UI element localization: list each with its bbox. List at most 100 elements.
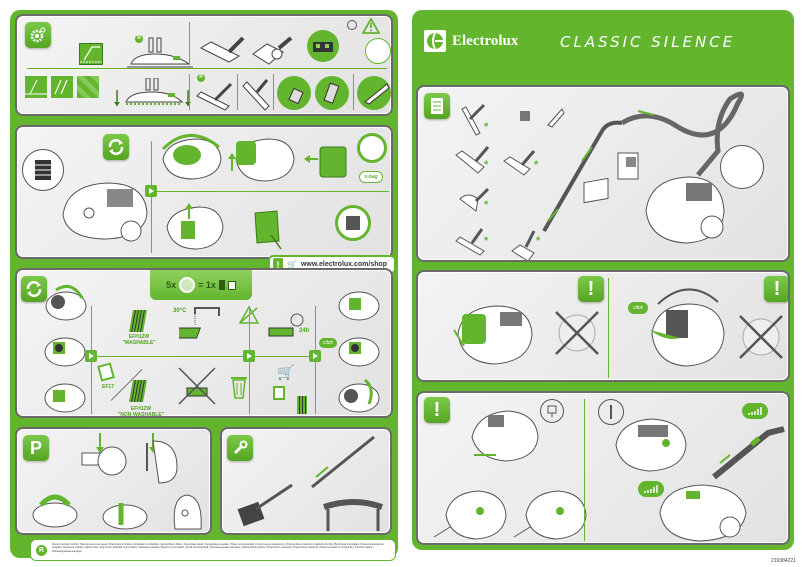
combination-nozzle-brush-up [125,36,195,75]
divider [273,74,274,110]
combination-nozzle [510,227,540,260]
nonwashable-filter [129,380,147,402]
shop-url[interactable]: www.electrolux.com/shop [300,261,388,268]
registered-mark: R [135,35,143,43]
bag-holder [614,149,644,188]
step-remove-filter [39,330,87,375]
hard-floor-nozzle [241,78,271,114]
parquet-nozzle [458,101,488,142]
filter-label-washable: EFH12W "WASHABLE" [122,334,156,346]
vacuum-cleaner-top-view [57,175,152,250]
s-bag-logo: s-bag [359,171,383,183]
turbo-nozzle [199,34,249,69]
hose [618,91,758,186]
replace-cycle-icon [21,276,47,302]
electrolux-logo-icon [424,30,446,52]
shopping-cart-icon: 🛒 [277,364,295,380]
hose-inlet-detail [720,145,764,189]
step-close-cover [335,376,381,416]
ratio-left: 5x [166,280,177,290]
filter-label-nonwashable: EFH12W "NON-WASHABLE" [117,406,165,418]
ef17-filter-pad [97,362,115,382]
filter-icon [218,280,225,290]
next-step-arrow [145,185,157,197]
filter-pad-icon [227,280,236,290]
turbo-label-icon [347,20,357,30]
warning-triangle-icon [361,17,381,39]
carry-handle-step-1 [29,489,79,533]
no-bag-crossed [552,308,602,363]
step-open-lid [159,129,225,190]
replacement-filter [297,396,307,414]
row-divider [27,68,387,69]
park-nozzle-vertical [137,431,187,492]
pull-cord [462,407,542,472]
power-button-icon [598,399,624,425]
step-open-front-cover [42,284,88,329]
filter-ratio-badge: 5x = 1x [150,270,252,300]
maintenance-panel [220,427,392,535]
carry-handle-step-2 [99,491,149,533]
replace-filter-cycle-icon [335,205,371,241]
click-bubble: click [628,302,648,314]
bag-full-indicator [22,149,64,191]
clean-nozzle [236,479,306,533]
dust-bag [582,177,612,212]
cord-rewind-1 [432,487,512,543]
tile-floor-icon [77,76,99,98]
filter-cleaning-panel: 5x = 1x EFH12W "WASHABLE" 30°C EF17 EFH1… [15,268,393,418]
optional-mark: * [484,235,489,247]
exclamation-icon: ! [273,258,283,271]
optional-mark: * [536,235,541,247]
bag-warning-panel: ! ! click [416,270,790,382]
divider [608,278,609,378]
cord-power-panel: ! [416,391,790,545]
gear-icon [25,22,51,48]
combi-tool [315,76,349,110]
next-step-arrow [85,350,97,362]
step-click-filter [335,330,381,375]
ratio-equals: = 1x [198,280,216,290]
park-nozzle-horizontal [72,431,127,486]
hard-floor-icon [25,76,47,98]
row-divider [157,191,389,192]
registered-mark: R [36,544,47,556]
cord-rewind-2 [512,487,592,543]
dusting-brush [277,76,311,110]
wood-floor-icon [51,76,73,98]
registered-mark: R [197,74,205,82]
next-step-arrow [243,350,255,362]
body-suction-control [650,477,760,543]
brand: Electrolux [424,30,518,52]
wrench-icon [227,435,253,461]
part-number: 219384221 [770,558,796,564]
nozzles-panel: R R [15,14,393,116]
row-divider [95,356,245,357]
recommended-nozzle-legend: R Recommended nozzle | Препоръчителна дю… [30,539,396,561]
replacement-pad [273,386,285,400]
divider [151,141,152,253]
click-bubble: click [319,338,337,348]
step-insert-filter [335,284,381,329]
vacuum-body [640,167,730,252]
insert-filter-click [622,280,732,380]
exclamation-icon: ! [578,276,604,302]
exclamation-icon: ! [764,276,788,302]
dry-time: 24h [299,328,310,334]
suction-level-icon [742,403,768,419]
step-remove-bag [302,137,352,188]
divider [189,22,190,64]
step-pull-filter [39,376,87,416]
water-temperature: 30°C [173,308,187,314]
exclamation-icon: ! [424,397,450,423]
carry-upright [167,487,207,533]
parquet-turbo-nozzle [251,36,297,71]
no-filter-crossed [736,312,786,367]
cart-icon: 🛒 [287,260,297,269]
clean-hose [318,493,388,533]
mini-turbo-nozzle [458,187,494,222]
new-bag-cycle-icon [357,133,387,163]
replace-cycle-icon [103,134,129,160]
filter-label-ef17: EF17 [102,384,114,390]
hard-floor-nozzle [454,227,494,260]
